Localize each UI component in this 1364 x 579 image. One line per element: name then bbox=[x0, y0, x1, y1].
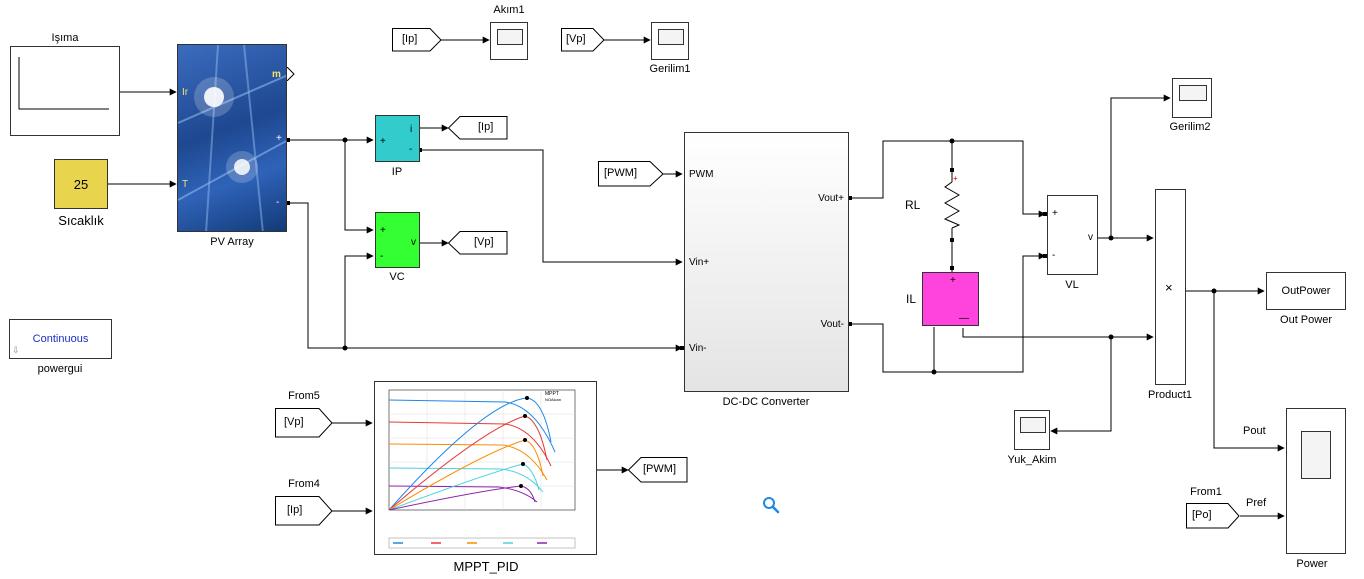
voltage-measurement-block[interactable]: + - v bbox=[375, 212, 420, 268]
outpower-block[interactable]: OutPower bbox=[1266, 272, 1346, 310]
from1-shape bbox=[1186, 503, 1240, 529]
dcdc-port-vout-minus: Vout- bbox=[820, 319, 844, 330]
goto-pwm-tag[interactable]: [PWM] bbox=[643, 463, 676, 475]
dcdc-port-vin-plus: Vin+ bbox=[689, 257, 710, 268]
step-signal-icon bbox=[18, 57, 109, 110]
current-measurement-block[interactable]: + - i bbox=[375, 115, 420, 162]
scope-gerilim1-block[interactable] bbox=[651, 22, 689, 60]
resistor-icon[interactable]: + bbox=[942, 170, 962, 240]
zoom-search-icon[interactable] bbox=[762, 496, 780, 514]
dcdc-port-vin-minus: Vin- bbox=[689, 343, 707, 354]
scope-power-label: Power bbox=[1296, 558, 1328, 570]
goto-ip-tag[interactable]: [Ip] bbox=[478, 121, 494, 133]
mppt-annotation: NOAlcan bbox=[545, 397, 561, 402]
powergui-arrow-icon: ⇩ bbox=[12, 345, 20, 355]
irradiance-label: Işıma bbox=[51, 32, 79, 44]
temperature-value: 25 bbox=[73, 176, 89, 192]
from-vp-top-tag[interactable]: [Vp] bbox=[566, 33, 586, 45]
scope-gerilim2-block[interactable] bbox=[1172, 78, 1212, 118]
goto-ip-shape bbox=[448, 116, 508, 140]
mppt-pid-label: MPPT_PID bbox=[453, 559, 519, 574]
powergui-block[interactable]: Continuous ⇩ bbox=[9, 319, 112, 359]
pv-array-label: PV Array bbox=[210, 236, 254, 248]
product-label: Product1 bbox=[1147, 389, 1193, 401]
scope-gerilim1-label: Gerilim1 bbox=[649, 63, 691, 75]
temperature-constant[interactable]: 25 bbox=[54, 159, 108, 209]
dcdc-port-pwm: PWM bbox=[689, 169, 714, 180]
temperature-label: Sıcaklık bbox=[58, 213, 104, 228]
scope-screen-icon bbox=[1179, 85, 1207, 101]
power-port-pref: Pref bbox=[1246, 497, 1267, 509]
load-current-label: IL bbox=[906, 292, 917, 306]
vc-port-v: v bbox=[411, 237, 416, 248]
pv-port-ir: Ir bbox=[182, 87, 189, 98]
from4-tag[interactable]: [Ip] bbox=[287, 504, 303, 516]
vl-port-plus: + bbox=[1052, 208, 1058, 219]
pv-array-block[interactable]: Ir T m + - bbox=[177, 44, 287, 232]
dcdc-port-vout-plus: Vout+ bbox=[818, 193, 844, 204]
pv-port-plus: + bbox=[276, 133, 282, 144]
pv-port-m: m bbox=[272, 69, 281, 80]
voltage-measurement-label: VC bbox=[389, 271, 405, 283]
from4-shape bbox=[275, 496, 333, 526]
scope-screen-icon bbox=[658, 29, 684, 45]
scope-yuk-akim-block[interactable] bbox=[1014, 410, 1050, 450]
il-port-plus: + bbox=[950, 275, 956, 286]
from-vp-top-shape bbox=[561, 28, 605, 52]
from-ip-top-shape bbox=[392, 28, 442, 52]
from5-shape bbox=[275, 408, 333, 438]
multiply-icon: × bbox=[1165, 280, 1173, 295]
load-voltage-label: VL bbox=[1065, 279, 1079, 291]
from-ip-top-tag[interactable]: [Ip] bbox=[402, 33, 418, 45]
ip-port-minus: - bbox=[409, 144, 413, 155]
from5-label: From5 bbox=[288, 390, 320, 402]
powergui-label: powergui bbox=[37, 363, 83, 375]
load-voltage-measurement-block[interactable]: + - v bbox=[1047, 195, 1098, 275]
from-pwm-tag[interactable]: [PWM] bbox=[604, 167, 637, 179]
power-port-pout: Pout bbox=[1243, 425, 1266, 437]
from1-label: From1 bbox=[1190, 486, 1222, 498]
pv-port-t: T bbox=[182, 179, 189, 190]
outpower-text: OutPower bbox=[1281, 285, 1331, 297]
scope-akim1-block[interactable] bbox=[490, 22, 528, 60]
current-measurement-label: IP bbox=[391, 166, 403, 178]
svg-text:+: + bbox=[953, 174, 958, 183]
vl-port-minus: - bbox=[1052, 250, 1056, 261]
ip-port-i: i bbox=[410, 124, 413, 135]
load-current-measurement-block[interactable]: + — bbox=[922, 272, 979, 326]
scope-power-block[interactable] bbox=[1286, 408, 1346, 554]
vc-port-minus: - bbox=[380, 251, 384, 262]
goto-vp-tag[interactable]: [Vp] bbox=[474, 236, 494, 248]
solar-panel-icon bbox=[178, 45, 286, 231]
outpower-label: Out Power bbox=[1280, 314, 1332, 326]
from5-tag[interactable]: [Vp] bbox=[284, 416, 304, 428]
pv-m-output-arrow bbox=[287, 67, 295, 81]
scope-gerilim2-label: Gerilim2 bbox=[1169, 121, 1211, 133]
vc-port-plus: + bbox=[380, 225, 386, 236]
powergui-mode: Continuous bbox=[32, 333, 89, 345]
goto-pwm-shape bbox=[628, 457, 688, 483]
pv-port-minus: - bbox=[276, 197, 280, 208]
product-block[interactable]: × bbox=[1155, 189, 1186, 385]
dcdc-converter-label: DC-DC Converter bbox=[722, 396, 810, 408]
pv-curves-image: MPPT NOAlcan bbox=[388, 389, 576, 549]
from4-label: From4 bbox=[288, 478, 320, 490]
scope-screen-icon bbox=[1301, 431, 1331, 479]
scope-akim1-label: Akım1 bbox=[493, 4, 525, 16]
il-port-minus: — bbox=[959, 313, 969, 324]
ip-port-plus: + bbox=[380, 136, 386, 147]
resistor-label: RL bbox=[905, 198, 921, 212]
irradiance-block[interactable] bbox=[10, 46, 120, 136]
goto-vp-shape bbox=[448, 231, 508, 255]
scope-screen-icon bbox=[1020, 417, 1046, 433]
mppt-annotation: MPPT bbox=[545, 391, 559, 397]
dcdc-converter-block[interactable]: PWM Vin+ Vin- Vout+ Vout- bbox=[684, 132, 849, 392]
vl-port-v: v bbox=[1088, 232, 1093, 243]
scope-screen-icon bbox=[497, 29, 523, 45]
mppt-pid-block[interactable]: MPPT NOAlcan bbox=[374, 381, 597, 555]
from-pwm-shape bbox=[598, 161, 664, 187]
scope-yuk-akim-label: Yuk_Akim bbox=[1007, 454, 1057, 466]
from1-tag[interactable]: [Po] bbox=[1192, 509, 1212, 521]
